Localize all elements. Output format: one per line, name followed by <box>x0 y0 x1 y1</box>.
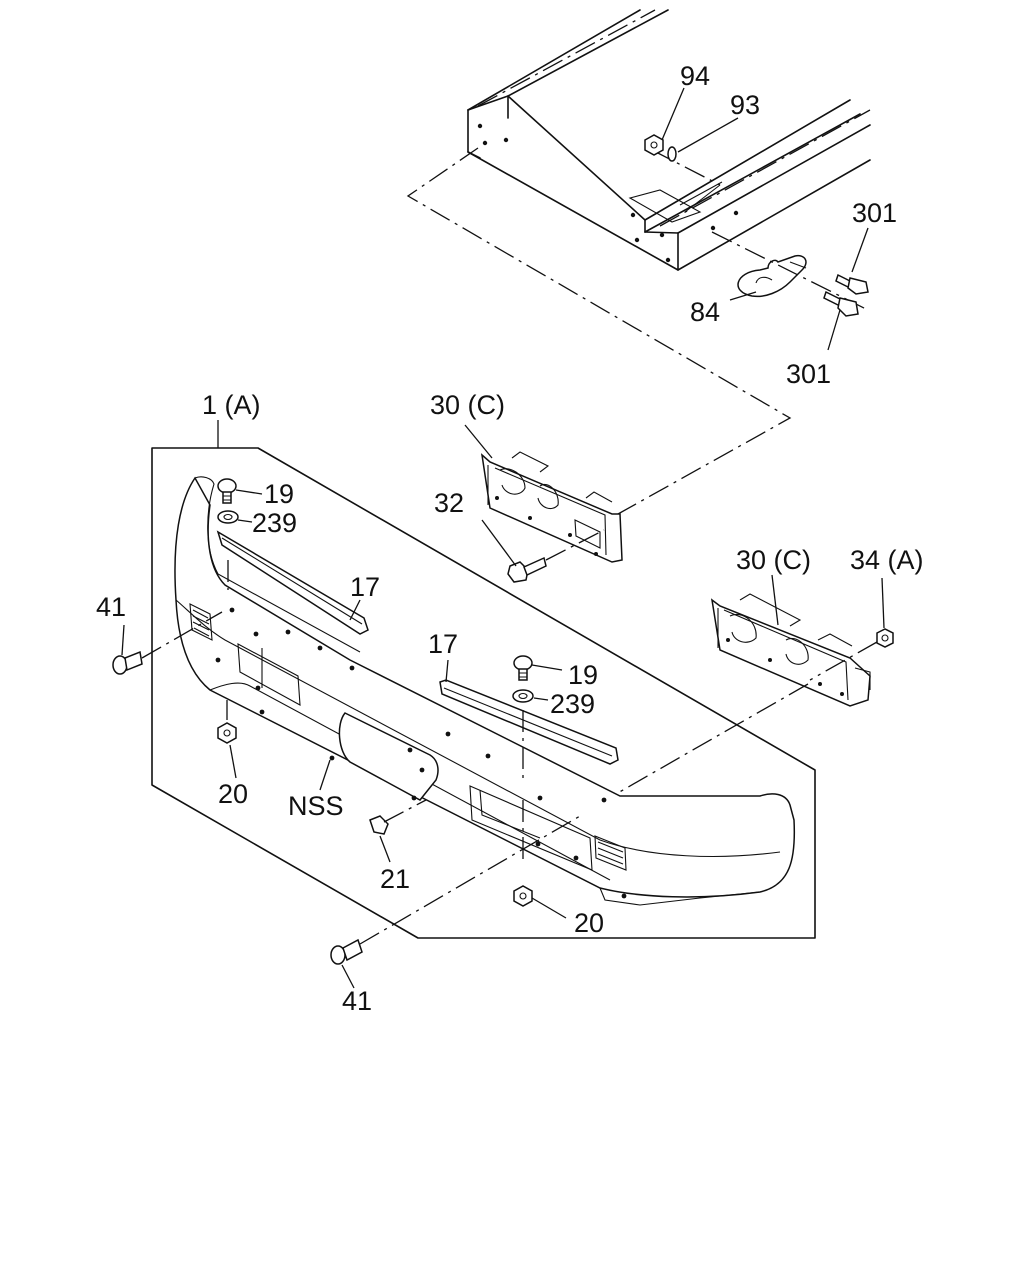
bracket-30c-upper <box>480 451 623 563</box>
callout-239-left: 239 <box>252 508 297 538</box>
callout-30c-upper: 30 (C) <box>430 390 505 420</box>
chassis-frame <box>406 9 871 515</box>
callout-labels: 94 93 301 84 301 1 (A) 30 (C) 19 239 32 … <box>96 61 924 1016</box>
bolt-301-lower <box>823 290 859 317</box>
clip-nut-21 <box>369 815 389 835</box>
bolt-32 <box>507 556 547 583</box>
callout-32: 32 <box>434 488 464 518</box>
washer-239-left <box>217 510 239 524</box>
callout-nss: NSS <box>288 791 344 821</box>
tow-hook <box>711 231 869 311</box>
callout-21: 21 <box>380 864 410 894</box>
callout-17-center: 17 <box>428 629 458 659</box>
callout-19-left: 19 <box>264 479 294 509</box>
washer-239-center <box>512 689 534 703</box>
callout-30c-right: 30 (C) <box>736 545 811 575</box>
callout-41-lower: 41 <box>342 986 372 1016</box>
screw-19-center <box>513 655 533 681</box>
callout-93: 93 <box>730 90 760 120</box>
bracket-30c-right <box>710 593 871 707</box>
bumper-group-outline <box>151 447 816 939</box>
bolt-41-lower <box>330 938 363 965</box>
callout-41-left: 41 <box>96 592 126 622</box>
leader-lines <box>121 87 885 989</box>
callout-94: 94 <box>680 61 710 91</box>
callout-19-center: 19 <box>568 660 598 690</box>
callout-17-left: 17 <box>350 572 380 602</box>
callout-301-lower: 301 <box>786 359 831 389</box>
bolt-301-upper <box>835 273 869 295</box>
bumper-body <box>174 476 796 906</box>
callout-20-right: 20 <box>574 908 604 938</box>
callout-1a: 1 (A) <box>202 390 261 420</box>
nut-20-left <box>217 722 237 744</box>
washer-93 <box>667 146 677 162</box>
nut-94 <box>644 134 664 156</box>
callout-34a: 34 (A) <box>850 545 924 575</box>
bolt-41-left <box>112 650 143 675</box>
callout-20-left: 20 <box>218 779 248 809</box>
callout-301-upper: 301 <box>852 198 897 228</box>
callout-239-center: 239 <box>550 689 595 719</box>
screw-19-left <box>217 478 237 504</box>
nut-20-right <box>513 885 533 907</box>
nut-34a <box>876 628 894 648</box>
reinforcement-bar-17-left <box>216 530 369 635</box>
callout-84: 84 <box>690 297 720 327</box>
